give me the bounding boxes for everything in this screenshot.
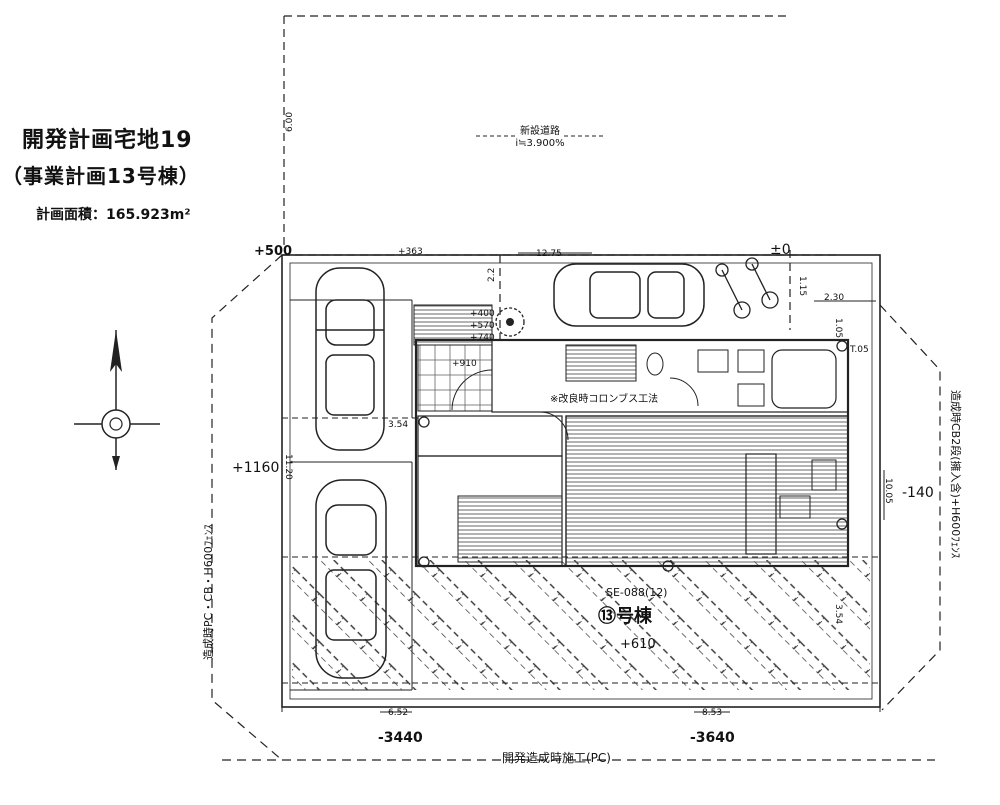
- building-name: ⑬号棟: [598, 605, 653, 627]
- level-entry: +910: [452, 359, 477, 369]
- structural-columns: [418, 340, 848, 572]
- plan-title: 開発計画宅地19: [22, 128, 193, 153]
- car-icon: [315, 267, 385, 451]
- dim-bottom-left: 6.52: [388, 708, 408, 718]
- level-sw: -3440: [378, 730, 423, 746]
- entry-steps: [413, 304, 493, 412]
- dimension-lines: [281, 252, 885, 713]
- fence-south: 開発造成時施工(PC): [502, 751, 611, 765]
- dim-right-lower: 3.54: [833, 604, 843, 624]
- dim-right-mid: 10.05: [883, 478, 893, 504]
- car-icon: [315, 479, 387, 679]
- dim-right-top: 2.30: [824, 293, 844, 303]
- dim-left-lower: 11.20: [283, 454, 293, 480]
- tree-icon: [495, 307, 525, 337]
- dim-right-small: 1.15: [797, 276, 807, 296]
- level-east: -140: [902, 485, 934, 501]
- building-note: ※改良時コロンブス工法: [550, 392, 658, 405]
- road-name: 新設道路: [520, 124, 560, 137]
- compass-icon: [74, 330, 160, 470]
- dim-left-mid: 3.54: [388, 420, 408, 430]
- level-step3: +740: [470, 333, 495, 343]
- level-south-center: +610: [620, 637, 656, 652]
- plan-subtitle: （事業計画13号棟）: [2, 164, 200, 188]
- dim-road-width: 12.75: [536, 249, 562, 259]
- level-step2: +570: [470, 321, 495, 331]
- road-slope: i≒3.900%: [515, 138, 564, 149]
- fence-east: 造成時CB2段(擁入含)+H600ﾌｪﾝｽ: [949, 390, 963, 559]
- level-road-top: +363: [398, 247, 423, 257]
- road-boundary: [282, 15, 840, 340]
- level-se: -3640: [690, 730, 735, 746]
- dim-bottom-right: 8.53: [702, 708, 722, 718]
- fence-west: 造成時PC・CB・H600ﾌｪﾝｽ: [201, 524, 215, 660]
- building-code: SE-088(12): [606, 586, 667, 599]
- site-boundary: [211, 254, 941, 761]
- plan-area: 計画面積：165.923m²: [36, 207, 191, 223]
- house-outline: [414, 338, 850, 568]
- bicycle-icon: [715, 257, 779, 319]
- car-icon: [553, 263, 705, 327]
- level-nw: +500: [254, 244, 292, 259]
- level-ne: ±0: [770, 242, 791, 258]
- dim-road-left: 2.2: [487, 268, 497, 282]
- paved-area-hatch: [292, 560, 870, 690]
- dim-top-vertical: 6.00: [285, 112, 295, 132]
- level-step1: +400: [470, 309, 495, 319]
- dim-right-upper2: T.05: [849, 345, 869, 355]
- dim-right-upper: 1.05: [833, 318, 843, 338]
- level-west: +1160: [232, 460, 279, 476]
